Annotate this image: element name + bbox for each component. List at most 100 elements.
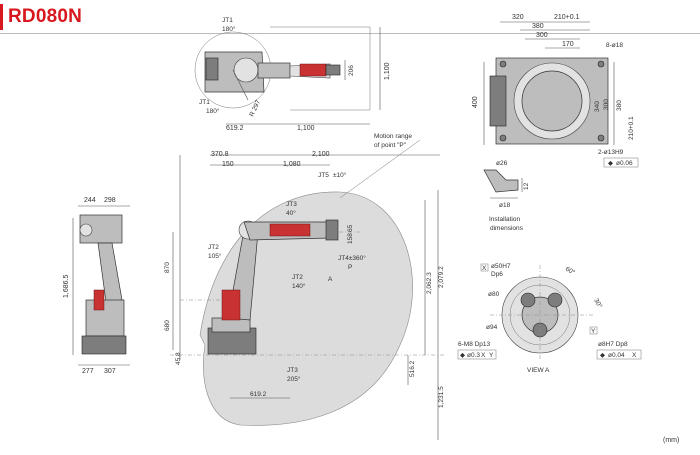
thread-tol-diamond-icon: ◆ [460, 352, 465, 359]
base-dim-380v: 380 [616, 100, 623, 111]
flange-hole-2 [547, 292, 563, 308]
view-a-d80: ø80 [488, 291, 500, 298]
datum-y-frame [589, 326, 598, 335]
jt4-label: JT4±360° [338, 254, 366, 262]
front-dim-307: 307 [104, 368, 116, 375]
front-dim-298: 298 [104, 197, 116, 204]
top-arm-root [257, 62, 291, 79]
base-dim-400: 400 [472, 96, 479, 108]
pin-tol-diamond-icon: ◆ [600, 352, 605, 359]
view-a-d94: ø94 [486, 324, 498, 331]
front-base [81, 335, 127, 355]
datum-y: Y [591, 328, 596, 335]
view-a-bore: ø50H7 [491, 263, 511, 270]
front-view: 244 298 1,686.5 277 307 [63, 197, 130, 375]
jt2-left-label: JT2 [208, 244, 219, 251]
view-a-angle-60: 60° [564, 265, 577, 277]
motion-range-text-2: of point "P" [374, 142, 407, 149]
units-label: (mm) [663, 437, 679, 444]
front-balancer [93, 289, 105, 311]
base-hole-4 [597, 134, 605, 142]
side-dim-158: 158 [347, 233, 354, 244]
base-dim-210v: 210+0.1 [628, 116, 635, 140]
side-dim-516: 516.2 [409, 360, 416, 377]
top-joint-circle [233, 57, 259, 83]
point-p-label: P [348, 264, 352, 271]
front-dim-277: 277 [82, 368, 94, 375]
side-dim-1080: 1,080 [283, 161, 301, 168]
jt3-bottom-deg: 205° [287, 375, 301, 383]
top-motor-block [205, 57, 219, 81]
base-hole-2 [597, 60, 605, 68]
side-balancer [221, 289, 241, 321]
jt1-bottom-deg: 180° [206, 107, 220, 115]
base-dim-380: 380 [532, 23, 544, 30]
top-dim-619: 619.2 [226, 125, 244, 132]
top-dim-1100-v: 1,100 [384, 62, 391, 80]
view-a-thread: 6-M8 Dp13 [458, 341, 491, 348]
base-dim-300: 300 [536, 32, 548, 39]
datum-x-frame [480, 263, 489, 272]
view-a-pin-tol-datum: X [632, 352, 637, 359]
view-a-thread-tol-frame [457, 349, 497, 360]
base-hole-3 [499, 134, 507, 142]
side-dim-2100: 2,100 [312, 151, 330, 158]
jt2-right-deg: 140° [292, 282, 306, 290]
motion-range-leader [339, 139, 421, 199]
motion-range-text-1: Motion range [374, 133, 412, 140]
view-a-angle-30: 30° [592, 297, 604, 310]
view-a-thread-tol-x: X [481, 352, 486, 359]
side-dim-2062: 2,062.3 [426, 272, 433, 294]
base-dim-320: 320 [512, 14, 524, 21]
view-a-bore-depth: Dp6 [491, 271, 503, 278]
flange-hole-1 [520, 292, 536, 308]
base-dim-300v: 300 [603, 99, 610, 110]
jt3-bottom-label: JT3 [287, 367, 298, 374]
base-tol-frame [603, 157, 639, 168]
jt1-top-deg: 180° [222, 25, 236, 33]
jt2-left-deg: 105° [208, 252, 222, 260]
base-dim-170: 170 [562, 41, 574, 48]
jt3-top-deg: 40° [286, 209, 296, 217]
page-title: RD080N [8, 6, 83, 27]
side-dim-1231: 1,231.5 [438, 386, 445, 408]
base-view: 320 210+0.1 380 300 170 8-ø18 400 340 30… [472, 14, 639, 168]
top-radius-line [232, 69, 249, 101]
side-dim-680: 680 [164, 320, 171, 331]
install-dim-26: ø26 [496, 160, 508, 167]
install-caption-2: dimensions [490, 225, 524, 232]
front-dim-244: 244 [84, 197, 96, 204]
title-rule [0, 33, 700, 34]
base-dim-340: 340 [594, 101, 601, 112]
jt1-bottom-label: JT1 [199, 99, 210, 106]
view-a-thread-tol: ø0.3 [467, 352, 480, 359]
front-shoulder [85, 299, 125, 337]
view-a-caption: VIEW A [527, 367, 550, 374]
view-a-thread-tol-y: Y [489, 352, 494, 359]
title-accent [0, 4, 3, 30]
side-wrist [325, 219, 339, 241]
top-dim-1100-h: 1,100 [297, 125, 315, 132]
top-range-frame [270, 26, 371, 111]
side-dim-619: 619.2 [250, 391, 267, 398]
side-dim-45-8: 45.8 [175, 352, 182, 365]
view-a: X ø50H7 Dp6 60° 30° ø80 ø94 Y ø8H7 Dp8 ◆… [457, 263, 642, 374]
jt3-top-label: JT3 [286, 201, 297, 208]
base-inner-disc [521, 70, 583, 132]
side-dim-150: 150 [222, 161, 234, 168]
side-dim-870: 870 [164, 262, 171, 273]
point-a-label: A [328, 276, 333, 283]
jt1-top-label: JT1 [222, 17, 233, 24]
datum-x: X [482, 265, 487, 272]
front-dim-1686: 1,686.5 [63, 275, 70, 298]
front-top-circle [79, 223, 93, 237]
jt5-label: JT5 [318, 172, 329, 179]
radius-label: R 297 [248, 99, 262, 118]
base-connectors [489, 75, 507, 127]
install-block [483, 169, 519, 193]
side-forearm-red [269, 223, 311, 237]
view-a-pin: ø8H7 Dp8 [598, 341, 628, 348]
side-view: Motion range of point "P" 370.8 2,100 15… [164, 133, 445, 440]
side-dim-2079: 2,079.2 [438, 266, 445, 288]
